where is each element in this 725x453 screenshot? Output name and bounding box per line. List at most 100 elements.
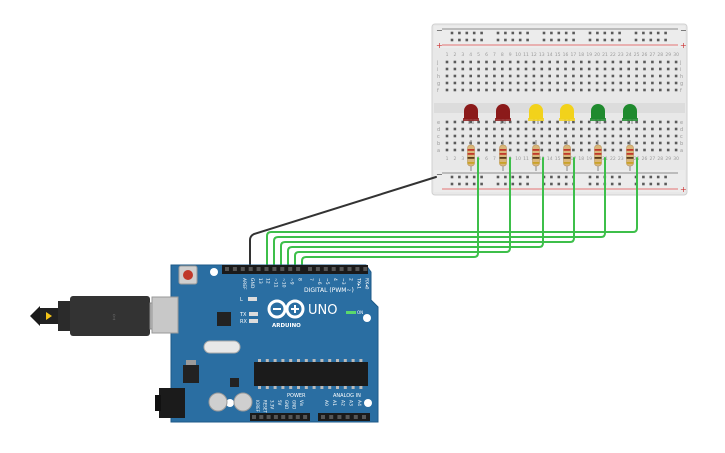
breadboard-hole bbox=[674, 148, 678, 152]
breadboard-hole bbox=[595, 67, 599, 71]
signal-wire[interactable] bbox=[287, 157, 544, 269]
rail-hole bbox=[504, 38, 507, 42]
resistor-band bbox=[563, 153, 571, 155]
resistor-band bbox=[626, 149, 634, 151]
rail-hole bbox=[557, 175, 561, 179]
breadboard-hole bbox=[595, 60, 599, 64]
breadboard-hole bbox=[540, 67, 544, 71]
on-led bbox=[346, 311, 356, 314]
resistor[interactable] bbox=[499, 140, 507, 171]
rail-hole bbox=[610, 38, 614, 42]
breadboard-hole bbox=[603, 60, 607, 64]
resistor[interactable] bbox=[532, 140, 540, 171]
breadboard-hole bbox=[461, 148, 465, 152]
digital-pin-label: 7 bbox=[308, 278, 314, 281]
led-rim bbox=[622, 118, 638, 121]
breadboard-hole bbox=[587, 81, 591, 85]
breadboard-hole bbox=[603, 67, 607, 71]
usb-cable[interactable]: ⟟ bbox=[30, 296, 173, 336]
resistor-band bbox=[626, 153, 634, 155]
signal-wire[interactable] bbox=[280, 157, 575, 269]
breadboard-hole bbox=[556, 127, 559, 131]
header-hole bbox=[281, 415, 286, 419]
led-green[interactable] bbox=[622, 104, 638, 124]
power-pin-label: Vin bbox=[299, 400, 304, 407]
led-resistor-array bbox=[463, 104, 638, 171]
rail-hole bbox=[634, 38, 638, 42]
breadboard-hole bbox=[461, 141, 465, 145]
l-label: L bbox=[240, 297, 243, 303]
breadboard-hole bbox=[540, 81, 544, 85]
rail-hole bbox=[610, 182, 614, 186]
chip-pin bbox=[297, 359, 300, 362]
reset-button-cap[interactable] bbox=[183, 270, 193, 280]
breadboard-hole bbox=[643, 88, 646, 92]
resistor[interactable] bbox=[467, 140, 475, 171]
led-lens bbox=[529, 104, 543, 119]
breadboard-hole bbox=[453, 127, 457, 131]
analog-pin-label: A4 bbox=[356, 400, 362, 406]
chip-pin bbox=[258, 359, 261, 362]
breadboard-hole bbox=[595, 74, 599, 78]
bottom-power-rail bbox=[434, 170, 685, 192]
resistor[interactable] bbox=[563, 140, 571, 171]
signal-wire[interactable] bbox=[273, 157, 606, 269]
signal-wire[interactable] bbox=[266, 157, 638, 269]
ground-wire[interactable] bbox=[249, 176, 437, 269]
column-number: 16 bbox=[563, 52, 569, 58]
header-hole bbox=[256, 267, 261, 271]
resistor[interactable] bbox=[594, 140, 602, 171]
breadboard-hole bbox=[587, 127, 591, 131]
power-pin-label: GND bbox=[284, 400, 289, 409]
led-red[interactable] bbox=[495, 104, 511, 124]
breadboard-hole bbox=[666, 148, 670, 152]
rail-hole bbox=[518, 182, 522, 186]
breadboard-hole bbox=[666, 127, 670, 131]
rail-hole bbox=[472, 31, 476, 35]
power-header[interactable] bbox=[250, 413, 310, 421]
led-red[interactable] bbox=[463, 104, 479, 124]
breadboard-hole bbox=[453, 74, 457, 78]
breadboard-hole bbox=[493, 67, 496, 71]
led-green[interactable] bbox=[590, 104, 606, 124]
led-yellow[interactable] bbox=[559, 104, 575, 124]
rail-hole bbox=[496, 182, 500, 186]
breadboard-hole bbox=[508, 67, 512, 71]
breadboard-hole bbox=[674, 134, 678, 138]
resistor[interactable] bbox=[626, 140, 634, 171]
mount-hole bbox=[226, 399, 234, 407]
resistor-band bbox=[532, 157, 540, 159]
breadboard-hole bbox=[619, 81, 623, 85]
rail-hole bbox=[564, 182, 568, 186]
row-letter: b bbox=[680, 141, 683, 147]
breadboard-hole bbox=[445, 60, 449, 64]
breadboard-hole bbox=[635, 88, 638, 92]
breadboard-hole bbox=[651, 120, 654, 124]
rail-hole bbox=[504, 182, 507, 186]
breadboard-hole bbox=[651, 134, 654, 138]
breadboard-hole bbox=[445, 120, 449, 124]
column-number: 11 bbox=[523, 156, 529, 162]
analog-header[interactable] bbox=[318, 413, 370, 421]
breadboard-hole bbox=[548, 134, 551, 138]
breadboard-hole bbox=[532, 81, 536, 85]
signal-wire[interactable] bbox=[301, 157, 479, 269]
rail-hole bbox=[564, 31, 568, 35]
header-hole bbox=[225, 267, 229, 271]
usb-icon: ⟟ bbox=[112, 313, 115, 323]
digital-header[interactable] bbox=[222, 265, 368, 274]
rail-hole bbox=[649, 175, 653, 179]
breadboard-hole bbox=[508, 88, 512, 92]
led-yellow[interactable] bbox=[528, 104, 544, 124]
resistor-band bbox=[563, 149, 571, 151]
breadboard-hole bbox=[564, 81, 567, 85]
chip-pin bbox=[304, 386, 308, 389]
signal-wire[interactable] bbox=[294, 157, 511, 269]
breadboard-hole bbox=[666, 134, 670, 138]
breadboard-hole bbox=[516, 141, 520, 145]
breadboard-hole bbox=[611, 67, 615, 71]
bottom-header-pins bbox=[252, 415, 366, 419]
cable-ridge bbox=[58, 301, 70, 331]
